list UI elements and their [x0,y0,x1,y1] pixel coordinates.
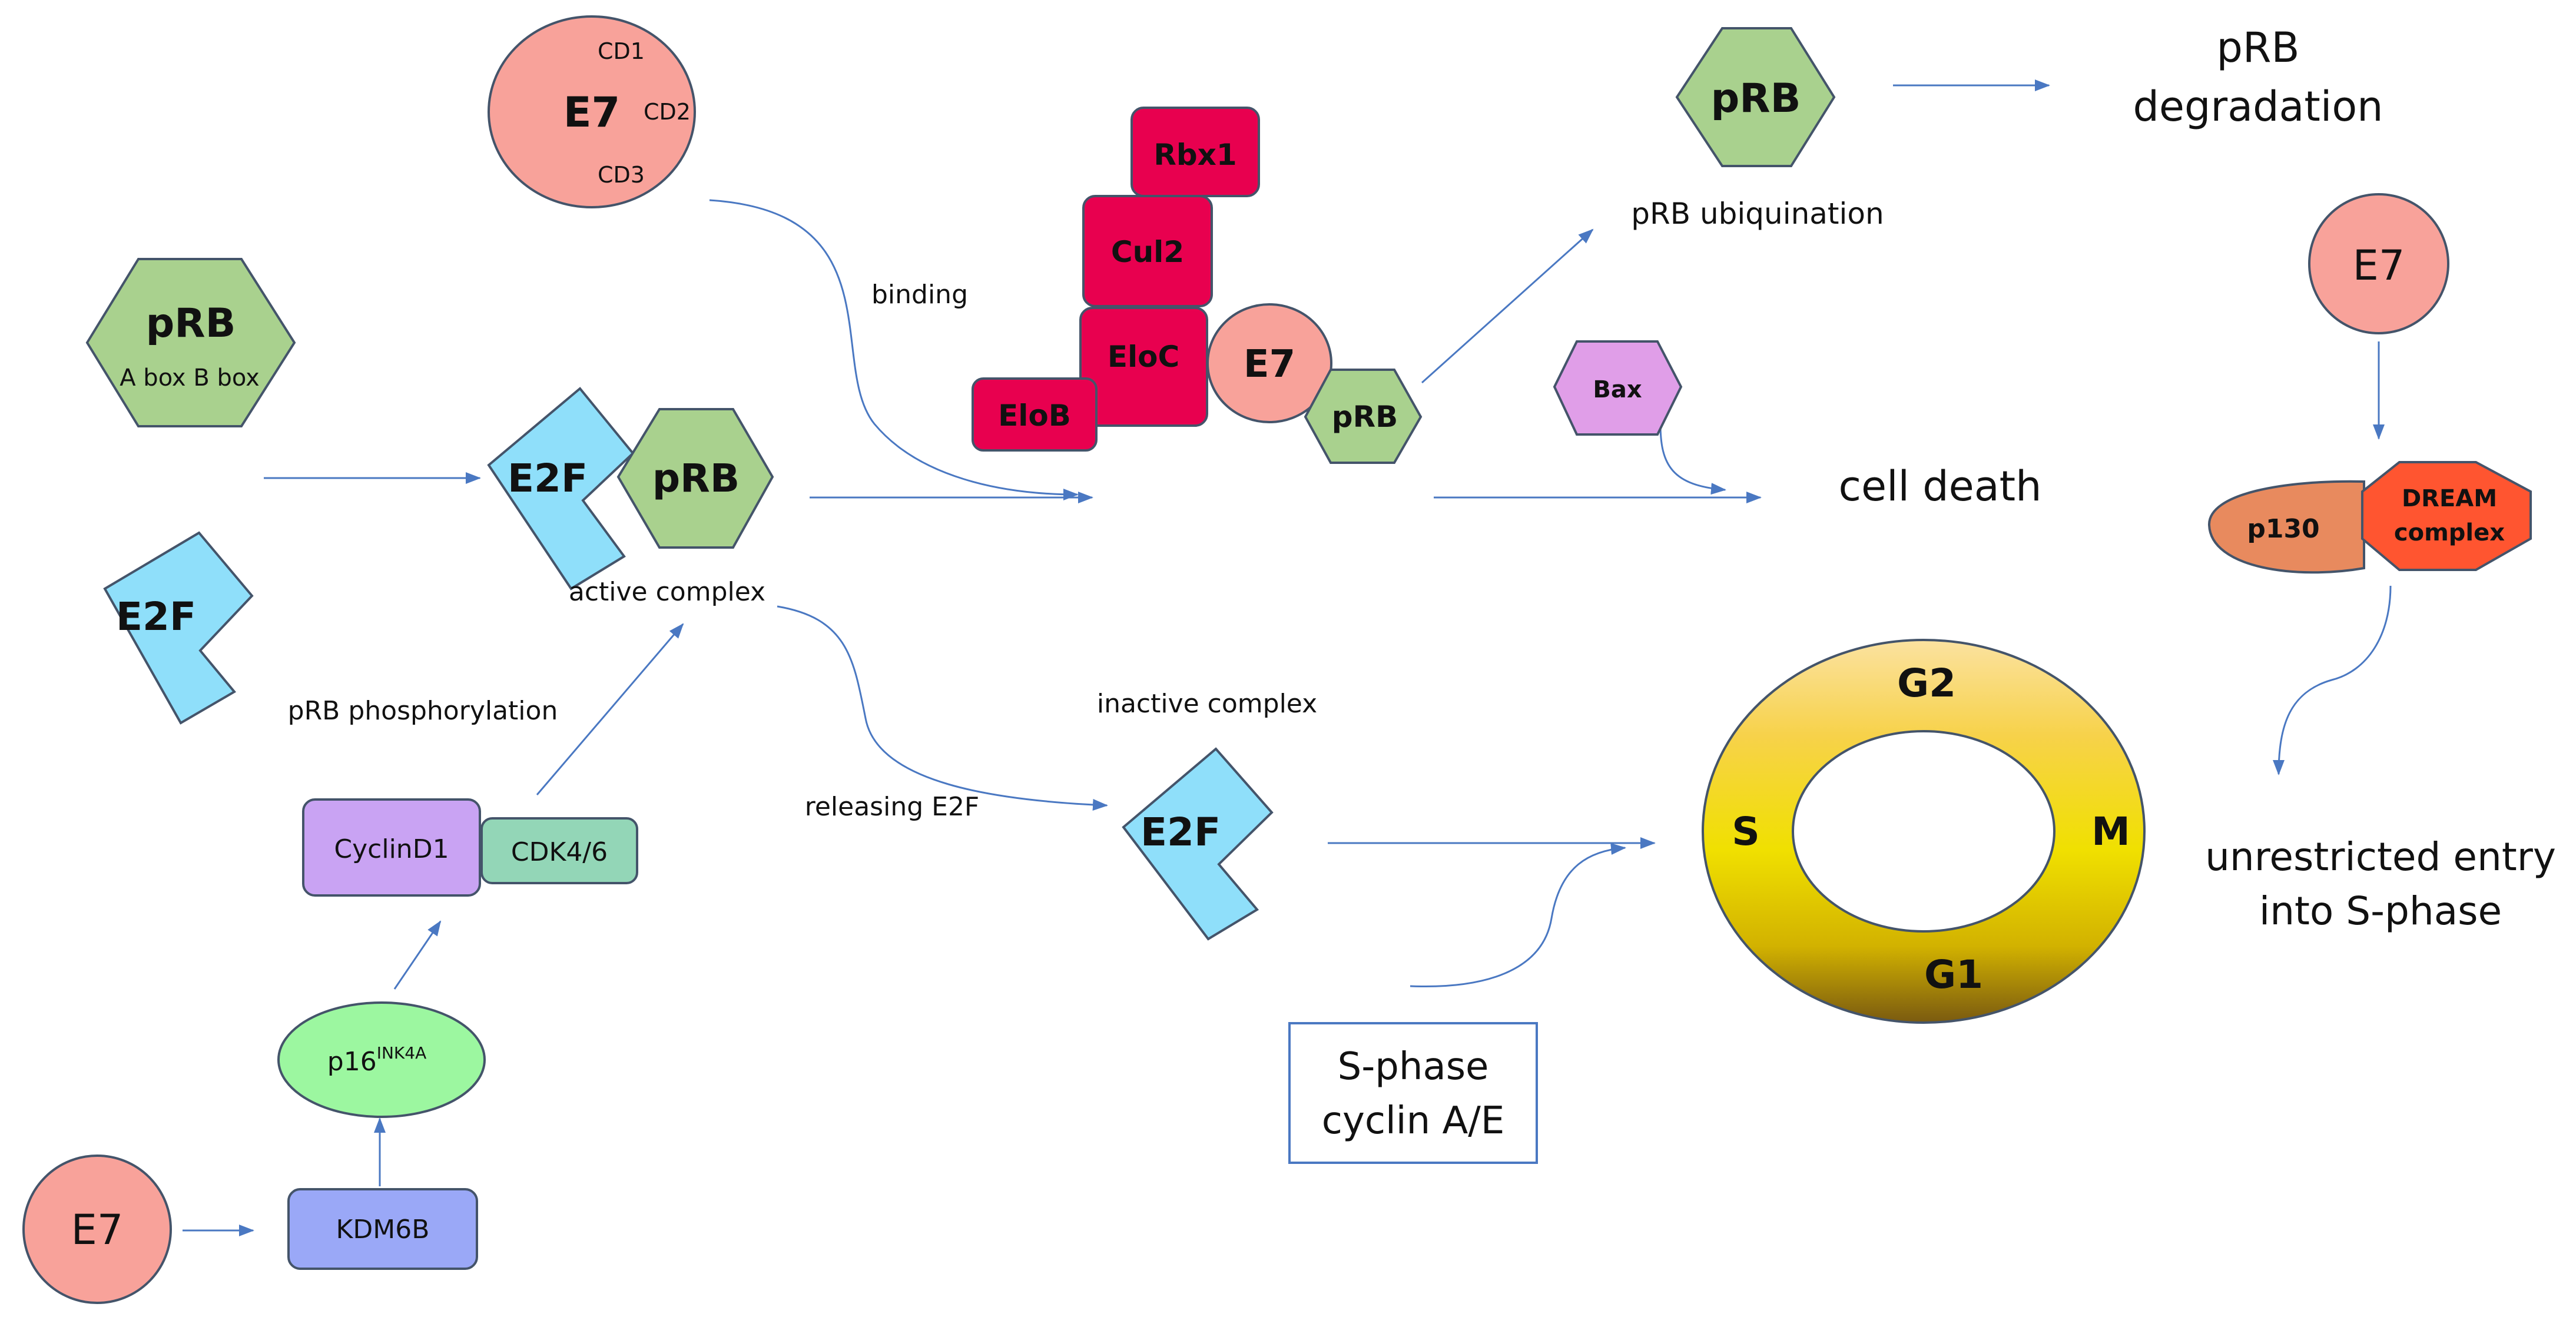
prb-top-node: pRB [1675,27,1836,167]
bax-label: Bax [1593,376,1642,403]
cell-cycle-ring: G2 S M G1 [1701,639,2146,1024]
unrestricted-label-line2: into S-phase [2259,888,2502,934]
e7-right-label: E7 [2353,241,2405,290]
e7-right-node: E7 [2308,193,2449,334]
rbx1-label: Rbx1 [1153,138,1236,172]
cyclind1-box [302,798,481,897]
e2f-free-shape [1122,747,1274,941]
arrow-binding [709,199,1079,500]
kdm6b-node: KDM6B [287,1188,478,1270]
dream-octagon [2361,461,2532,571]
prb-top-label: pRB [1711,75,1801,122]
bax-hexagon [1553,340,1683,436]
inactive-complex-label: inactive complex [1097,689,1317,719]
p16-label-text: p16 [327,1047,377,1077]
phosphorylation-label: pRB phosphorylation [288,696,558,726]
e7-top-circle [488,15,696,208]
s-phase-label-line1: S-phase [1338,1045,1489,1089]
p16-node: p16INK4A [277,1001,486,1118]
p16-label-superscript: INK4A [377,1043,427,1063]
phase-s-label: S [1732,809,1760,854]
prb-top-hexagon [1675,27,1836,167]
releasing-e2f-label: releasing E2F [805,792,980,822]
e2f-free-label: E2F [1141,810,1221,855]
unrestricted-label-line1: unrestricted entry [2205,834,2556,880]
e2f-left-label: E2F [116,594,196,639]
elob-label: EloB [998,399,1071,433]
e7-right-circle [2308,193,2449,334]
active-complex-prb-label: pRB [652,456,740,501]
degradation-label-line2: degradation [2133,82,2383,131]
s-phase-label-line2: cyclin A/E [1322,1099,1505,1143]
degradation-label-line1: pRB [2216,24,2299,72]
e7-bottom-node: E7 [22,1155,172,1304]
s-phase-cyclin-box: S-phase cyclin A/E [1288,1022,1538,1164]
phase-g2-label: G2 [1897,661,1956,706]
kdm6b-box [287,1188,478,1270]
e7-top-node: E7 CD1 CD2 CD3 [488,15,696,208]
arrow-unrestricted [2273,585,2392,775]
cell-death-label: cell death [1839,462,2042,510]
arrow-phosphorylation [536,623,684,795]
active-complex-prb-hexagon [616,408,774,549]
active-complex: E2F pRB active complex [487,387,774,607]
p130-shape [2207,480,2365,574]
prb-left-node: pRB A box B box [85,258,296,427]
phase-g1-label: G1 [1924,952,1983,997]
prb-left-label: pRB [146,300,236,347]
arrow-bax [1659,423,1726,495]
e2f-left-node: E2F [103,531,254,725]
e7-cd1-label: CD1 [598,38,645,64]
arrow-ubiquination [1421,228,1594,384]
phase-m-label: M [2091,809,2130,854]
cdk46-box [480,817,638,884]
arrow-releasing-e2f [777,605,1108,811]
active-complex-caption: active complex [569,577,765,607]
complex-prb-hexagon [1304,369,1423,464]
cdk46-label: CDK4/6 [511,837,608,867]
e2f-free-node: E2F [1122,747,1274,941]
cyclind1-label: CyclinD1 [334,834,449,864]
prb-left-hexagon [85,258,296,427]
p130-label: p130 [2247,514,2319,544]
cul2-label: Cul2 [1111,235,1184,269]
e7-cd3-label: CD3 [598,162,645,188]
binding-label: binding [871,280,968,310]
ubiquitin-ligase-complex: Rbx1 Cul2 EloC EloB E7 pRB [972,107,1423,464]
bax-node: Bax [1553,340,1683,436]
p16-ellipse [277,1001,486,1118]
arrow-p16-to-cyclin [393,920,442,990]
kdm6b-label: KDM6B [336,1215,430,1245]
e7-bottom-circle [22,1155,172,1304]
e7-bottom-label: E7 [71,1206,124,1254]
complex-e7-circle [1206,303,1332,423]
p130-dream-complex: p130 DREAM complex [2207,461,2532,574]
active-complex-e2f-shape [487,387,635,591]
complex-e7-label: E7 [1244,343,1295,386]
complex-prb-label: pRB [1332,400,1398,434]
prb-left-domains: A box B box [120,364,260,392]
active-complex-e2f-label: E2F [508,456,588,501]
dream-label-line2: complex [2394,519,2505,546]
arrows [183,79,2392,1236]
cyclin-cdk-complex: CDK4/6 CyclinD1 [302,798,638,897]
e2f-left-shape [103,531,254,725]
e7-cd2-label: CD2 [644,99,691,125]
s-phase-box-frame [1288,1022,1538,1164]
ubiquination-label: pRB ubiquination [1631,197,1884,231]
cul2-box [1082,195,1213,307]
elob-box [972,377,1098,452]
arrow-sphase-to-cycle [1410,843,1626,988]
cell-cycle-donut [1701,639,2146,1024]
dream-label-line1: DREAM [2402,485,2497,512]
p16-label: p16INK4A [327,1043,426,1077]
e7-top-label: E7 [563,88,621,137]
eloc-label: EloC [1108,340,1179,374]
